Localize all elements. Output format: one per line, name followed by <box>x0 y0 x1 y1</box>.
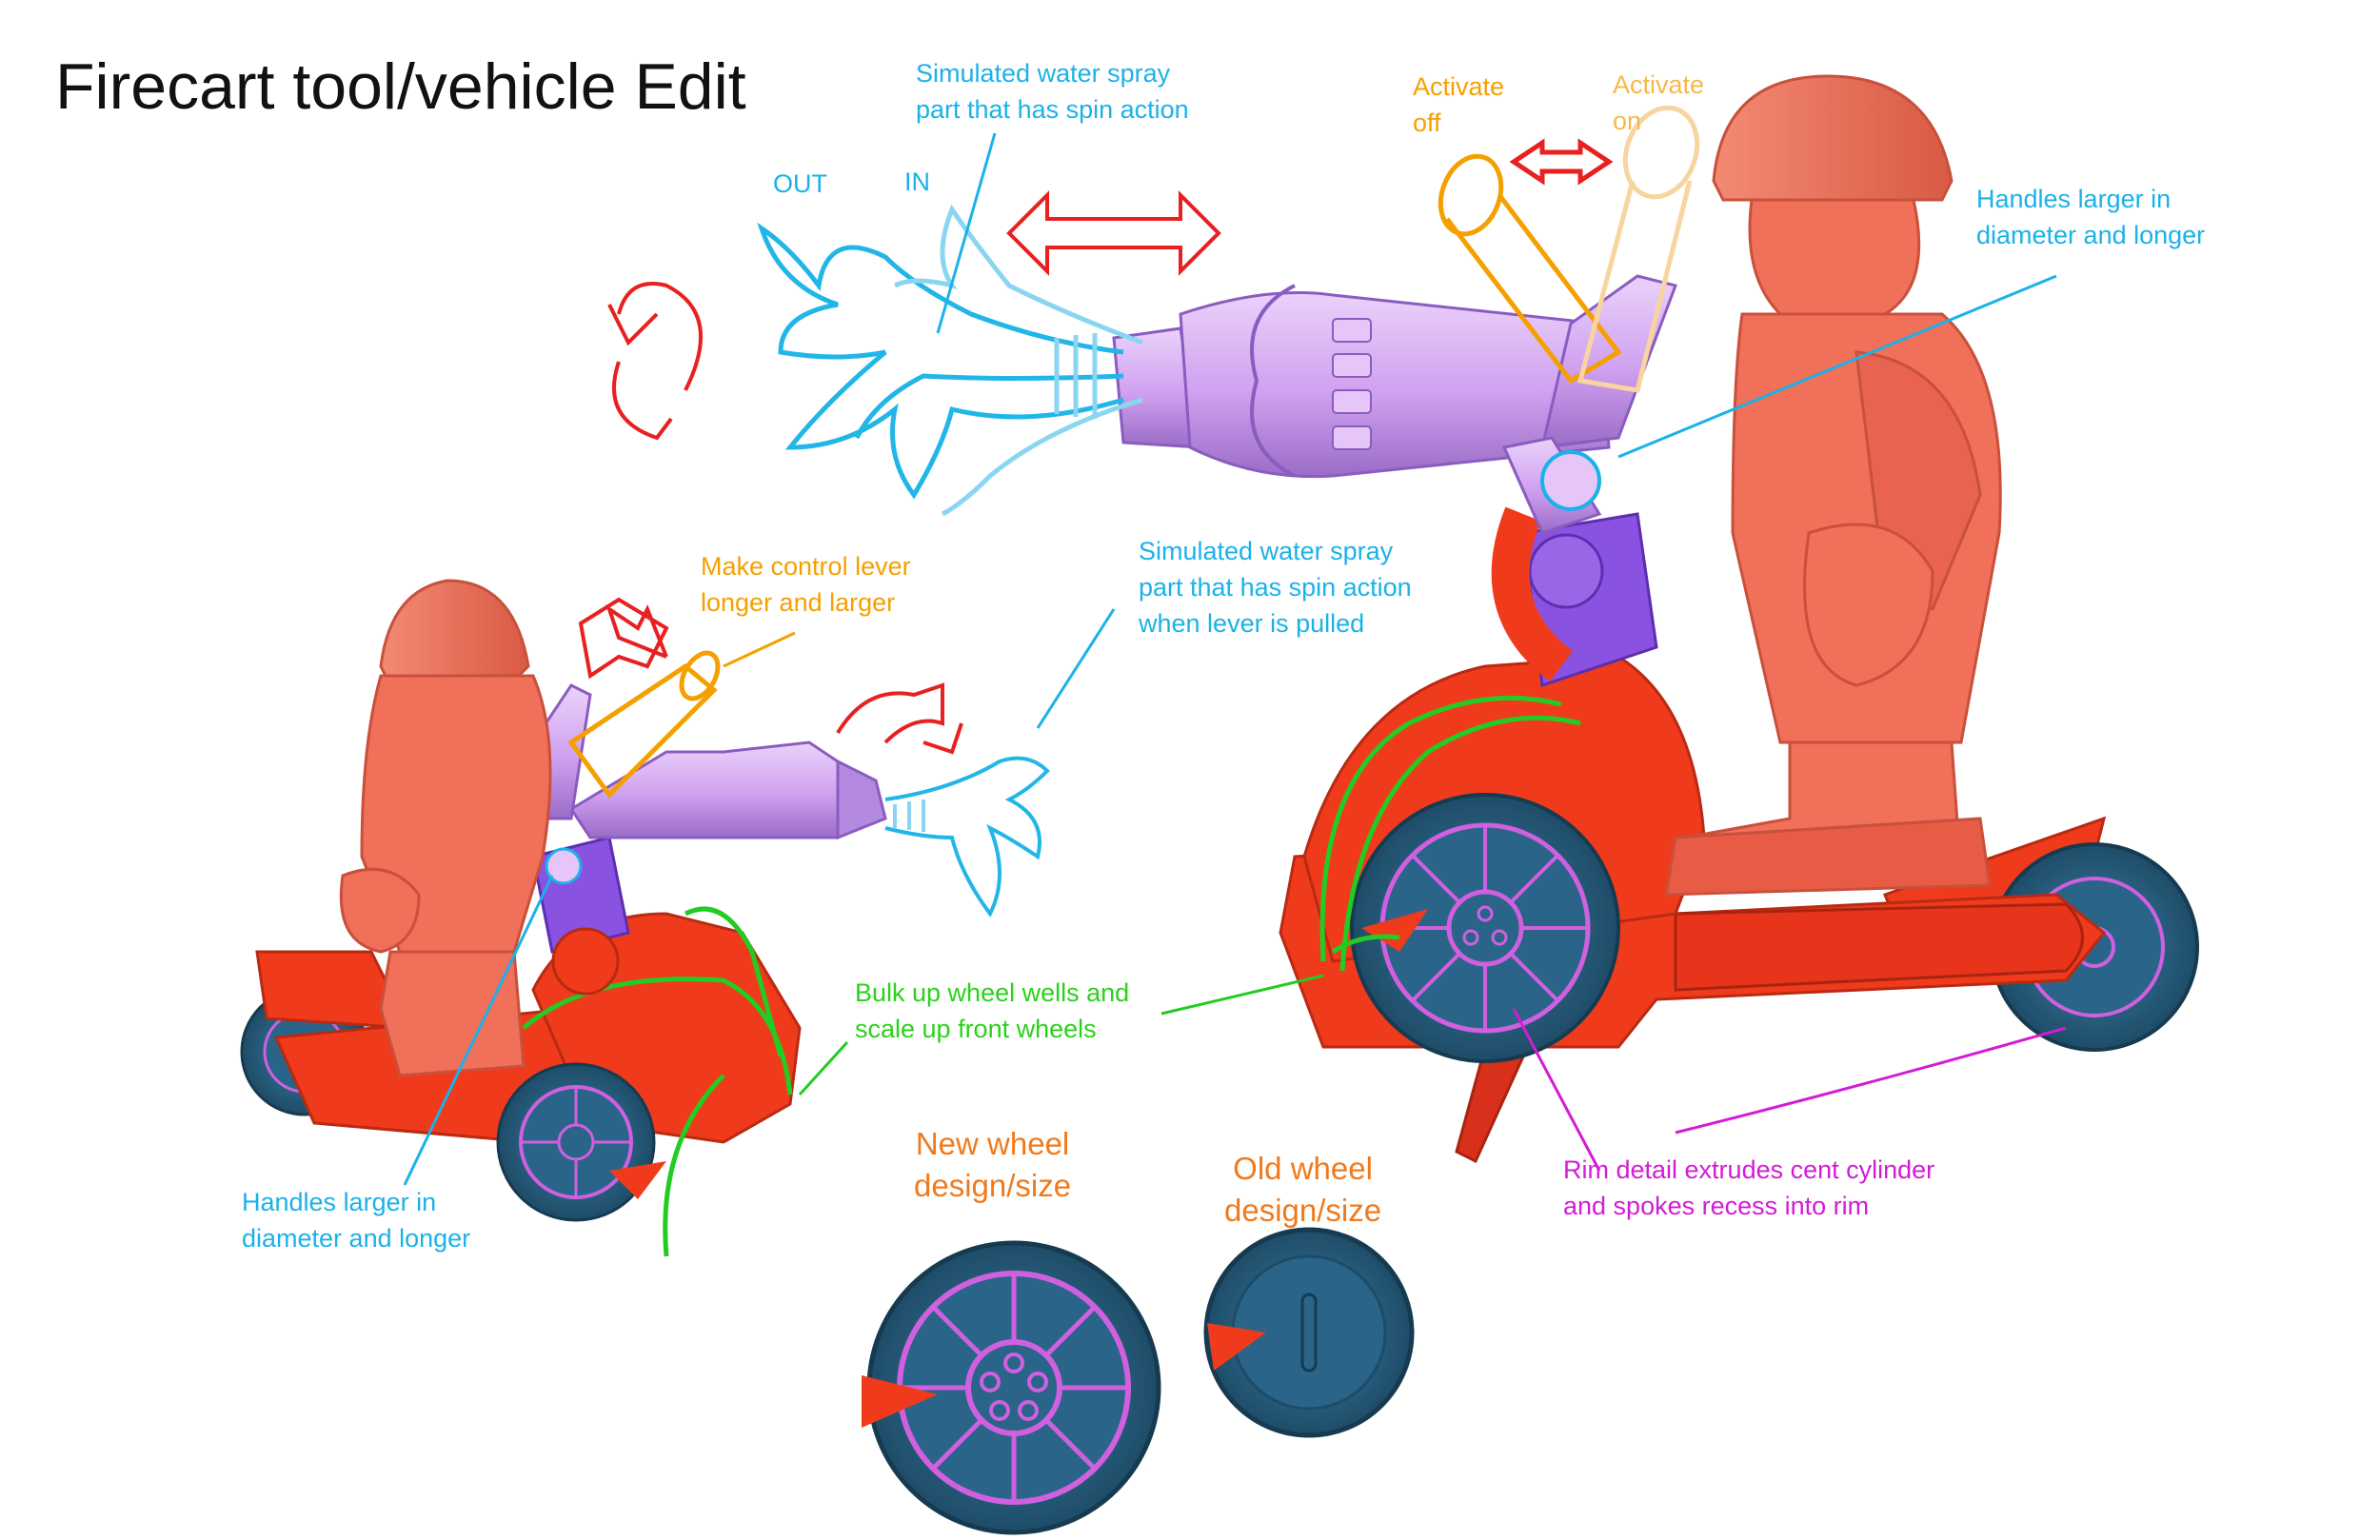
small-figure-fist <box>339 867 421 954</box>
top-hose-nozzle <box>1112 274 1677 535</box>
leader-control-lever <box>723 631 796 668</box>
small-water-spray-sketch <box>884 756 1050 918</box>
old-wheel-design <box>1203 1227 1415 1438</box>
large-green-wheel-well-sketch <box>1319 695 1581 972</box>
large-cart-rear-arm <box>1674 902 2084 992</box>
note-spray-top: Simulated water spray part that has spin… <box>916 59 1189 124</box>
note-spray-mid: Simulated water spray part that has spin… <box>1139 537 1412 638</box>
new-wheel-design <box>862 1240 1161 1535</box>
small-firefighter-figure <box>339 579 552 1077</box>
small-firecart <box>240 836 802 1257</box>
leader-handles-right <box>1617 274 2057 459</box>
top-in-out-double-arrow <box>1006 190 1221 276</box>
note-handles-left: Handles larger in diameter and longer <box>242 1188 471 1253</box>
note-control-lever: Make control lever longer and larger <box>701 552 911 617</box>
page-title: Firecart tool/vehicle Edit <box>55 50 746 123</box>
small-handle-pivot <box>545 847 583 885</box>
note-rim-detail: Rim detail extrudes cent cylinder and sp… <box>1563 1155 1935 1220</box>
leader-spray-mid <box>1036 608 1116 729</box>
note-activate-off: Activate off <box>1413 72 1505 137</box>
large-front-wheel <box>1350 793 1620 1063</box>
small-green-wheel-well-sketch <box>522 906 793 1257</box>
small-lever-arrow <box>578 597 669 680</box>
activate-lever-sketch <box>1438 105 1700 393</box>
leader-handles-left <box>403 875 554 1186</box>
small-figure-legs <box>379 950 526 1077</box>
large-cart-front-nub <box>1361 909 1428 952</box>
note-bulk-up: Bulk up wheel wells and scale up front w… <box>855 978 1130 1043</box>
large-figure-helmet <box>1712 74 1954 202</box>
note-activate-on: Activate on <box>1613 70 1705 135</box>
leader-spray-top <box>936 132 997 334</box>
large-cart-column-knob <box>1528 533 1604 609</box>
small-spin-arrow <box>836 682 963 755</box>
label-old-wheel: Old wheel design/size <box>1224 1151 1382 1228</box>
leader-lines <box>403 132 2067 1186</box>
leader-bulk-up-left <box>798 1040 849 1096</box>
large-firecart <box>1279 506 2199 1164</box>
large-figure-fist <box>1803 523 1934 687</box>
large-figure-boot <box>1664 817 1992 897</box>
leader-bulk-up-right <box>1160 974 1324 1016</box>
note-handles-right: Handles larger in diameter and longer <box>1976 185 2206 249</box>
leader-rim-detail-b <box>1675 1026 2067 1135</box>
small-front-wheel <box>496 1062 656 1222</box>
leader-rim-detail-a <box>1512 1008 1601 1172</box>
large-figure-head <box>1748 198 1921 316</box>
note-out-label: OUT <box>773 169 827 198</box>
large-firefighter-figure <box>1664 74 2002 897</box>
large-cart-kickstand <box>1455 1045 1526 1164</box>
top-water-spray-sketch <box>757 204 1143 517</box>
top-handle-pivot <box>1540 450 1601 511</box>
note-in-label: IN <box>904 168 930 196</box>
label-new-wheel: New wheel design/size <box>914 1126 1072 1203</box>
small-figure-helmet <box>379 579 530 678</box>
small-control-lever-sketch <box>567 650 721 799</box>
top-spin-arrow <box>607 282 703 441</box>
